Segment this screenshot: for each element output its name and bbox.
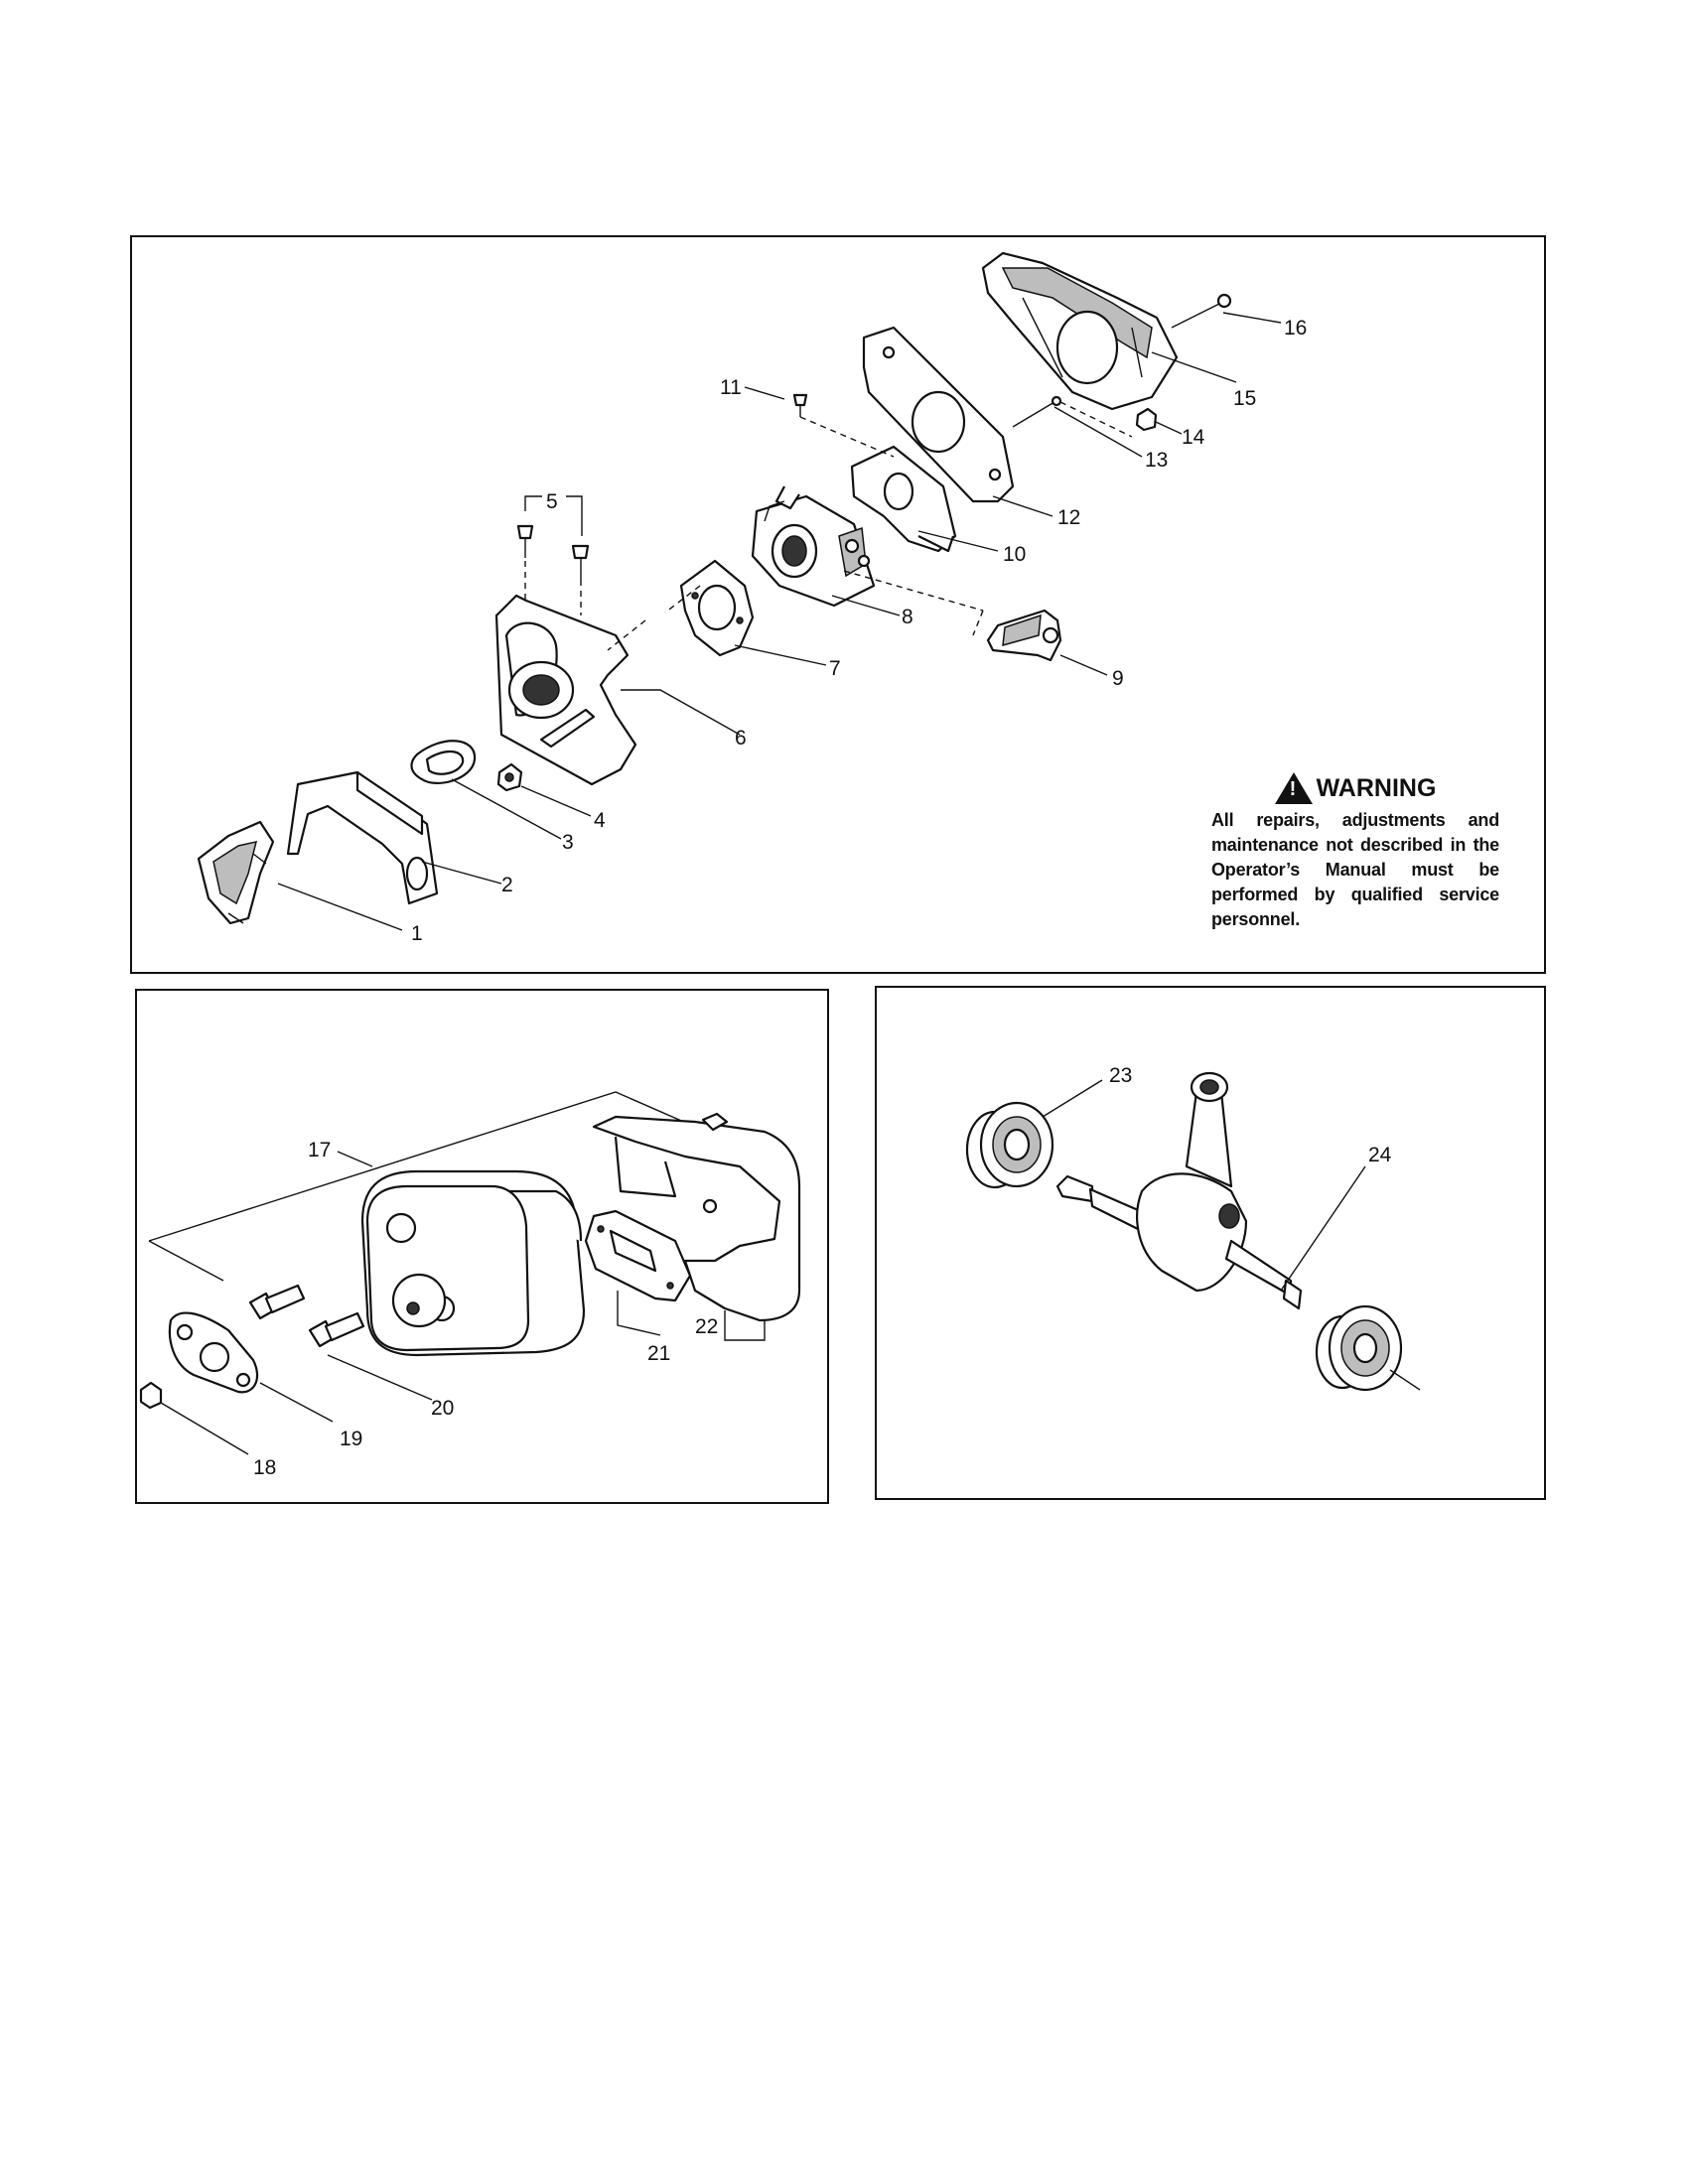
muffler-body [360,1169,586,1357]
carburetor-alignment-lines [607,570,984,651]
part-13-bolt [1012,395,1062,428]
leader-22 [724,1310,766,1341]
warning-notice: ! WARNING All repairs, adjustments and m… [1211,772,1499,932]
part-22-muffler-shield [592,1112,801,1322]
part-5-screws [516,524,590,586]
part-3-ring [410,740,477,784]
part-label-1: 1 [411,922,423,945]
leader-7 [734,644,827,666]
part-16-long-screw [1171,293,1232,329]
leader-12 [992,495,1053,517]
part-label-18: 18 [253,1456,276,1479]
carburetor-alignment-lines-2 [972,610,984,636]
leader-18 [160,1402,249,1455]
part-10-plate [850,445,957,553]
leader-8 [831,595,901,616]
part-24-crankshaft [1055,1071,1303,1310]
part-23-bearing [965,1101,1054,1189]
part-label-8: 8 [902,606,913,628]
leader-23 [1042,1079,1103,1118]
screw-11-alignment [799,416,895,458]
part-label-6: 6 [735,727,747,750]
part-label-20: 20 [431,1397,454,1420]
part-18-nut [139,1381,163,1410]
leader-24 [1280,1165,1366,1292]
part-label-21: 21 [647,1342,670,1365]
leader-19 [259,1382,334,1423]
part-label-10: 10 [1003,543,1026,566]
leader-3 [451,778,562,840]
part-20-bolts [248,1284,365,1348]
part-label-2: 2 [501,874,513,896]
part-label-23: 23 [1109,1064,1132,1087]
leader-2 [421,861,502,885]
part-1-air-deflector [197,820,275,925]
screw-alignment-lines [524,561,582,615]
leader-13 [1053,406,1143,458]
leader-1 [277,883,403,931]
part-label-3: 3 [562,831,574,854]
part-9-lever [986,609,1062,662]
bolt-13-alignment [1059,401,1133,438]
part-21-gasket [584,1209,692,1302]
warning-triangle-icon: ! [1274,772,1313,804]
part-label-11: 11 [720,376,742,399]
part-15-filter-cover [981,251,1179,411]
part-17-bracket-line-2 [148,1240,224,1282]
leader-14 [1155,421,1183,435]
leader-5 [524,495,583,536]
part-label-24: 24 [1368,1144,1392,1166]
part-label-17: 17 [308,1139,331,1161]
leader-11 [744,386,785,400]
part-17-bracket-line [148,1091,696,1242]
part-2-bracket [286,770,439,905]
part-label-13: 13 [1145,449,1168,472]
leader-4 [520,785,592,817]
part-label-4: 4 [594,809,606,832]
part-12-filter-plate [862,326,1015,503]
part-23-bearing-second [1315,1304,1421,1392]
leader-20 [327,1354,433,1401]
part-4-nut [496,762,523,792]
part-6-housing [494,594,637,786]
part-label-14: 14 [1182,426,1205,449]
warning-text: All repairs, adjustments and maintenance… [1211,810,1499,929]
leader-15 [1151,351,1237,383]
part-label-16: 16 [1284,317,1307,340]
leader-9 [1059,654,1108,676]
part-7-gasket [679,559,755,657]
leader-17 [337,1151,373,1167]
part-label-9: 9 [1112,667,1124,690]
part-11-screw [792,393,808,417]
warning-title: WARNING [1316,773,1437,802]
leader-21 [617,1291,661,1336]
part-8-carburetor [751,485,876,608]
part-label-15: 15 [1233,387,1256,410]
leader-16 [1222,312,1282,324]
part-14-nut [1135,407,1158,432]
part-label-12: 12 [1057,506,1080,529]
part-19-plate [168,1311,259,1394]
leader-6 [621,689,741,736]
part-label-5: 5 [546,490,558,513]
part-label-22: 22 [695,1315,718,1338]
part-label-7: 7 [829,657,841,680]
leader-10 [917,530,999,552]
warning-heading: ! WARNING [1211,772,1499,804]
part-label-19: 19 [340,1428,362,1450]
